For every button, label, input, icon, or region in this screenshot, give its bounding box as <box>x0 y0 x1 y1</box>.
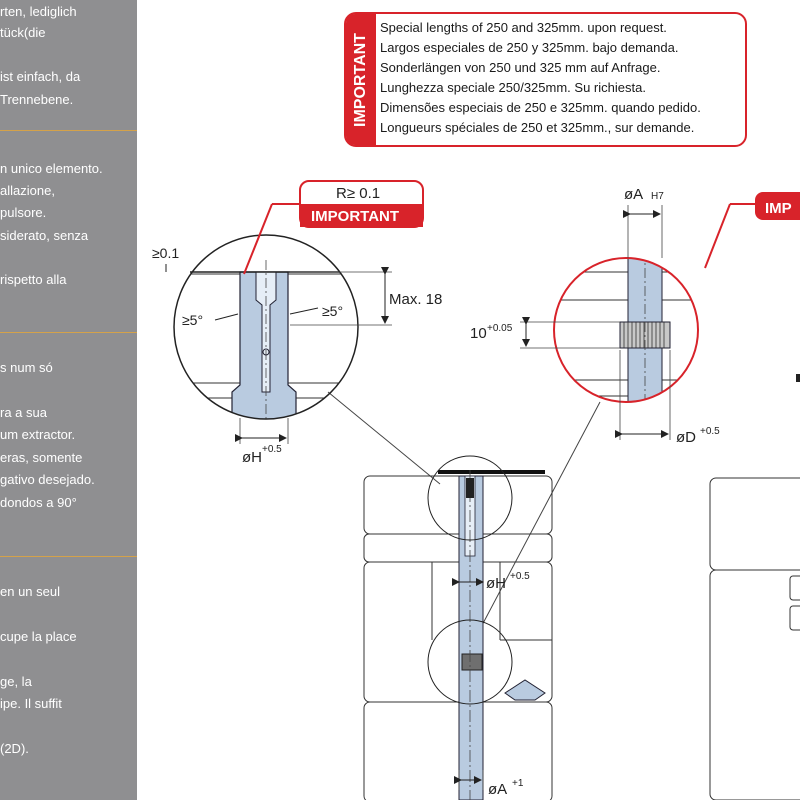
diameter-a-tol: H7 <box>651 191 664 202</box>
leader-line <box>469 401 601 649</box>
notice-line: Lunghezza speciale 250/325mm. Su richies… <box>380 80 646 95</box>
sidebar-line: tück(die <box>0 25 46 40</box>
diameter-h-label: øH <box>242 449 262 466</box>
notice-line: Sonderlängen von 250 und 325 mm auf Anfr… <box>380 60 661 75</box>
notice-line: Largos especiales de 250 y 325mm. bajo d… <box>380 40 679 55</box>
assembly-diameter-a-tol: +1 <box>512 778 524 789</box>
important-tab: IMPORTANT <box>346 14 376 145</box>
max-depth-label: Max. 18 <box>389 291 442 308</box>
important-badge-right: IMP <box>765 200 792 217</box>
notice-line: Longueurs spéciales de 250 et 325mm., su… <box>380 120 695 135</box>
sidebar-line: rten, lediglich <box>0 4 77 19</box>
sidebar-line: pulsore. <box>0 205 47 220</box>
sidebar-divider <box>0 556 137 557</box>
sidebar-line: ist einfach, da <box>0 69 81 84</box>
sidebar-line: s num só <box>0 360 53 375</box>
sidebar-line: n unico elemento. <box>0 161 103 176</box>
height-label: 10 <box>470 325 487 342</box>
height-tol: +0.05 <box>487 323 513 334</box>
notice-line: Special lengths of 250 and 325mm. upon r… <box>380 20 667 35</box>
sidebar-line: eras, somente <box>0 450 83 465</box>
assembly-view: øH +0.5 øA +1 <box>363 455 553 800</box>
angle-left-label: ≥5° <box>182 312 203 328</box>
assembly-view-right <box>709 477 800 800</box>
sidebar-line: ge, la <box>0 674 32 689</box>
sidebar-line: rispetto alla <box>0 272 67 287</box>
assembly-diameter-h: øH <box>486 575 506 592</box>
sidebar-line: siderato, senza <box>0 228 89 243</box>
diameter-d-label: øD <box>676 429 696 446</box>
sidebar-line: ipe. Il suffit <box>0 696 62 711</box>
sidebar-divider <box>0 332 137 333</box>
sidebar-line: cupe la place <box>0 629 77 644</box>
assembly-detail-circle-top <box>427 455 513 541</box>
detail-left: ≥0.1 Max. 18 ≥5° ≥5° øH +0.5 R≥ 0.1 IMPO… <box>152 180 442 466</box>
diameter-h-tol: +0.5 <box>262 444 282 455</box>
min-gap-label: ≥0.1 <box>152 245 179 261</box>
assembly-detail-circle-bottom <box>427 619 513 705</box>
sidebar-line: gativo desejado. <box>0 472 95 487</box>
detail-right: øA H7 10 +0.05 øD +0.5 IMP <box>470 186 800 446</box>
assembly-diameter-h-tol: +0.5 <box>510 571 530 582</box>
diameter-a-label: øA <box>624 186 643 203</box>
detail-circle-right <box>553 257 699 403</box>
detail-circle-left <box>173 234 359 420</box>
sidebar-text-column: rten, lediglich tück(die ist einfach, da… <box>0 0 137 800</box>
important-badge-left: IMPORTANT <box>311 208 399 225</box>
sidebar-line: Trennebene. <box>0 92 74 107</box>
sidebar-line: dondos a 90° <box>0 495 77 510</box>
diameter-d-tol: +0.5 <box>700 426 720 437</box>
sidebar-line: ra a sua <box>0 405 47 420</box>
leader-line <box>327 391 441 485</box>
sidebar-line: en un seul <box>0 584 60 599</box>
notice-line: Dimensões especiais de 250 e 325mm. quan… <box>380 100 701 115</box>
sidebar-line: allazione, <box>0 183 55 198</box>
sidebar-line: um extractor. <box>0 427 76 442</box>
sidebar-divider <box>0 130 137 131</box>
radius-label: R≥ 0.1 <box>336 185 380 202</box>
sidebar-line: (2D). <box>0 741 29 756</box>
angle-right-label: ≥5° <box>322 303 343 319</box>
important-notice: IMPORTANT Special lengths of 250 and 325… <box>344 12 747 147</box>
assembly-diameter-a: øA <box>488 781 507 798</box>
